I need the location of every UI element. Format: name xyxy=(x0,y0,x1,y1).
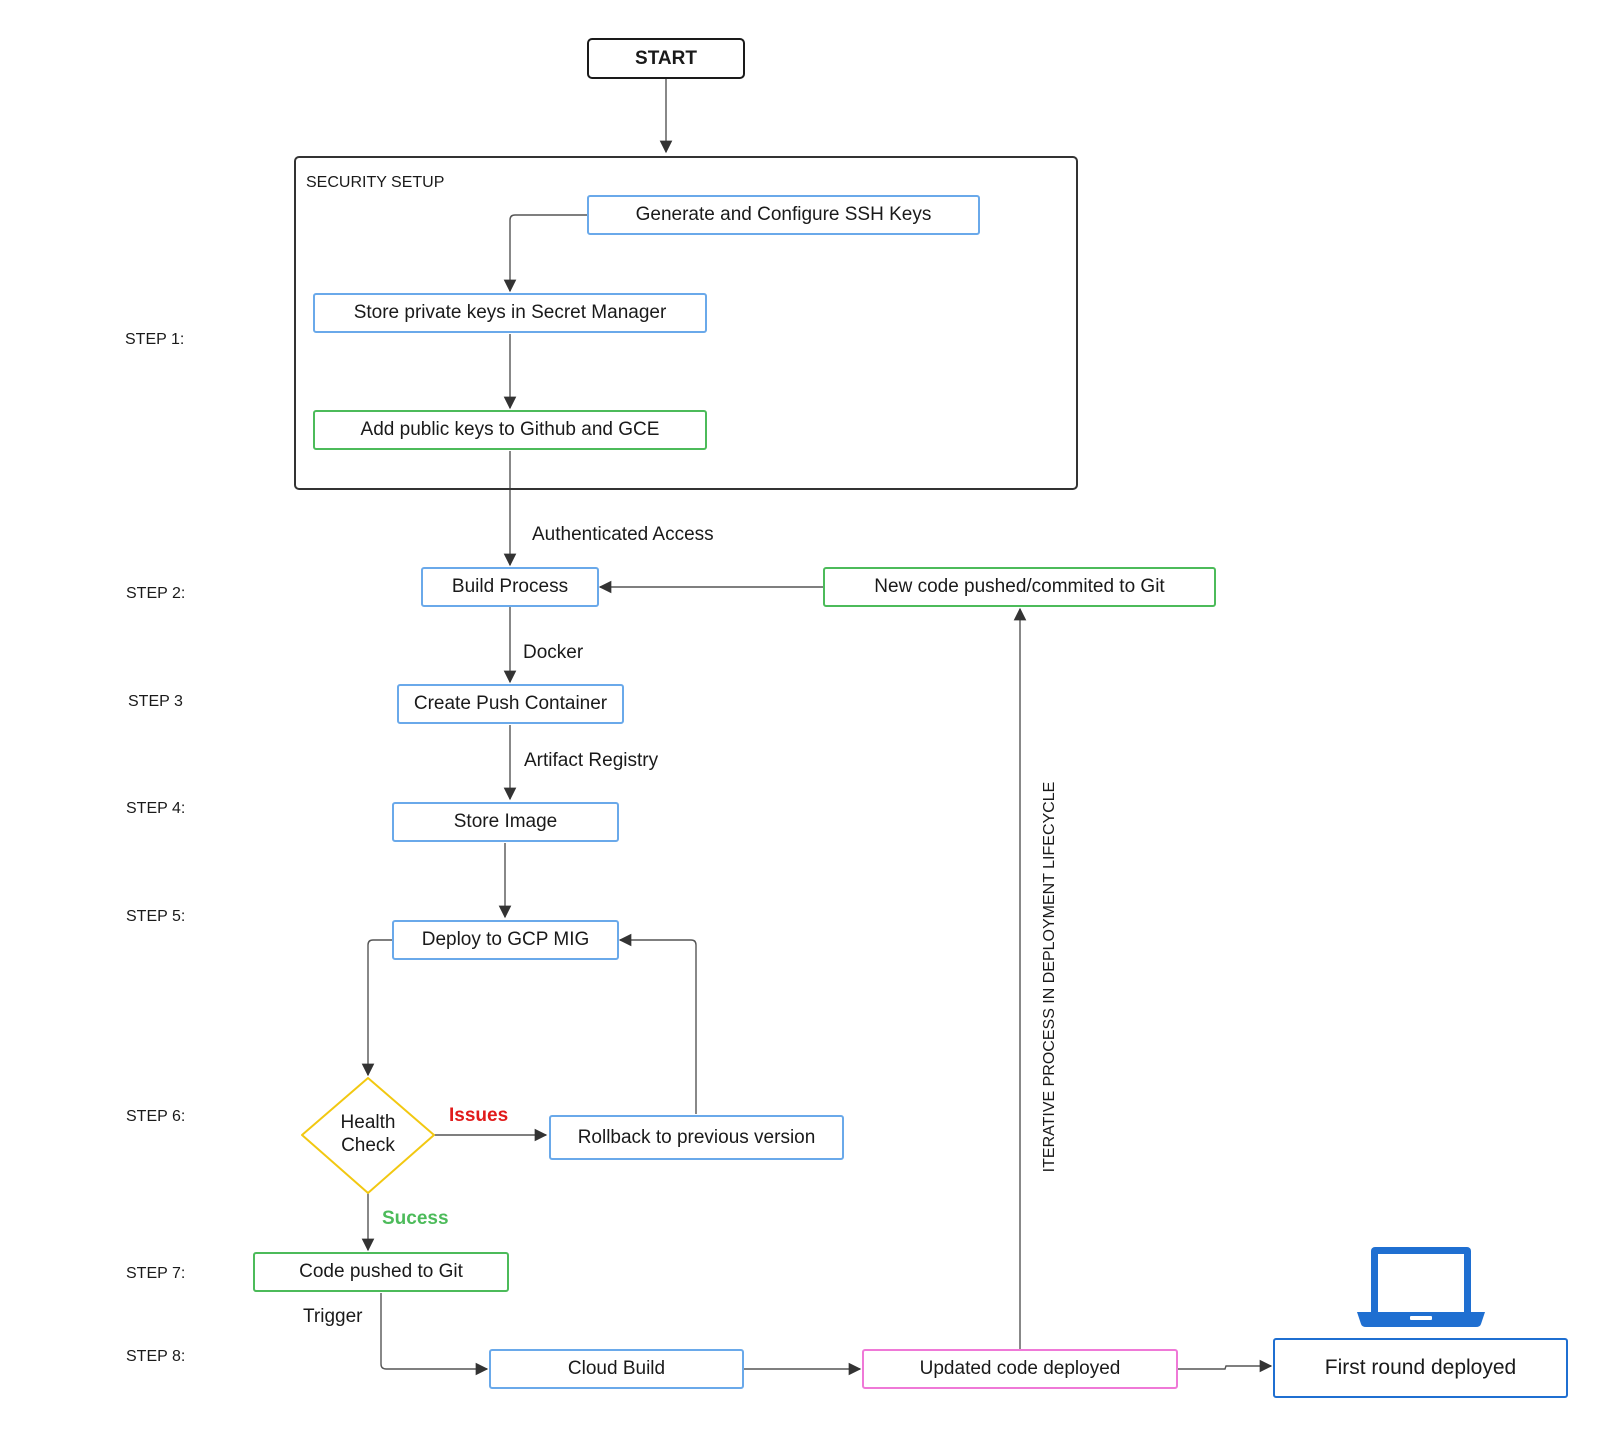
first-round-deployed-node: First round deployed xyxy=(1273,1338,1568,1398)
step-5-label: STEP 5: xyxy=(126,908,186,925)
deploy-gcp-mig-node: Deploy to GCP MIG xyxy=(392,920,619,960)
health-check-diamond xyxy=(301,1077,435,1194)
step-2-label: STEP 2: xyxy=(126,585,186,602)
health-check-line-2: Check xyxy=(341,1135,395,1156)
rollback-node: Rollback to previous version xyxy=(549,1115,844,1160)
step-8-label: STEP 8: xyxy=(126,1348,186,1365)
security-setup-group xyxy=(294,156,1078,490)
success-label: Sucess xyxy=(382,1208,449,1229)
step-3-label: STEP 3 xyxy=(128,693,183,710)
artifact-registry-label: Artifact Registry xyxy=(524,750,659,771)
store-image-node: Store Image xyxy=(392,802,619,842)
step-4-label: STEP 4: xyxy=(126,800,186,817)
edge-deploy-to-health xyxy=(361,939,392,1077)
new-code-pushed-node: New code pushed/commited to Git xyxy=(823,567,1216,607)
updated-code-deployed-node: Updated code deployed xyxy=(862,1349,1178,1389)
build-process-node: Build Process xyxy=(421,567,599,607)
step-1-label: STEP 1: xyxy=(125,331,185,348)
edge-updated-to-firstround xyxy=(1178,1359,1273,1373)
create-push-container-node: Create Push Container xyxy=(397,684,624,724)
cloud-build-node: Cloud Build xyxy=(489,1349,744,1389)
edge-codepushed-to-cloudbuild xyxy=(380,1293,489,1376)
laptop-icon xyxy=(1357,1247,1485,1327)
ssh-keys-node: Generate and Configure SSH Keys xyxy=(587,195,980,235)
add-public-keys-node: Add public keys to Github and GCE xyxy=(313,410,707,450)
issues-label: Issues xyxy=(449,1105,509,1126)
code-pushed-node: Code pushed to Git xyxy=(253,1252,509,1292)
health-check-line-1: Health xyxy=(340,1112,396,1133)
edge-rollback-to-deploy xyxy=(618,933,697,1114)
start-node: START xyxy=(587,38,745,79)
trigger-label: Trigger xyxy=(303,1306,363,1327)
authenticated-access-label: Authenticated Access xyxy=(532,524,714,545)
step-7-label: STEP 7: xyxy=(126,1265,186,1282)
store-private-keys-node: Store private keys in Secret Manager xyxy=(313,293,707,333)
security-setup-title: SECURITY SETUP xyxy=(306,174,445,191)
docker-label: Docker xyxy=(523,642,584,663)
iterative-lifecycle-label: ITERATIVE PROCESS IN DEPLOYMENT LIFECYCL… xyxy=(1041,781,1058,1173)
edge-ssh-to-private xyxy=(503,214,587,293)
step-6-label: STEP 6: xyxy=(126,1108,186,1125)
health-check-label: Health Check xyxy=(318,1111,418,1157)
